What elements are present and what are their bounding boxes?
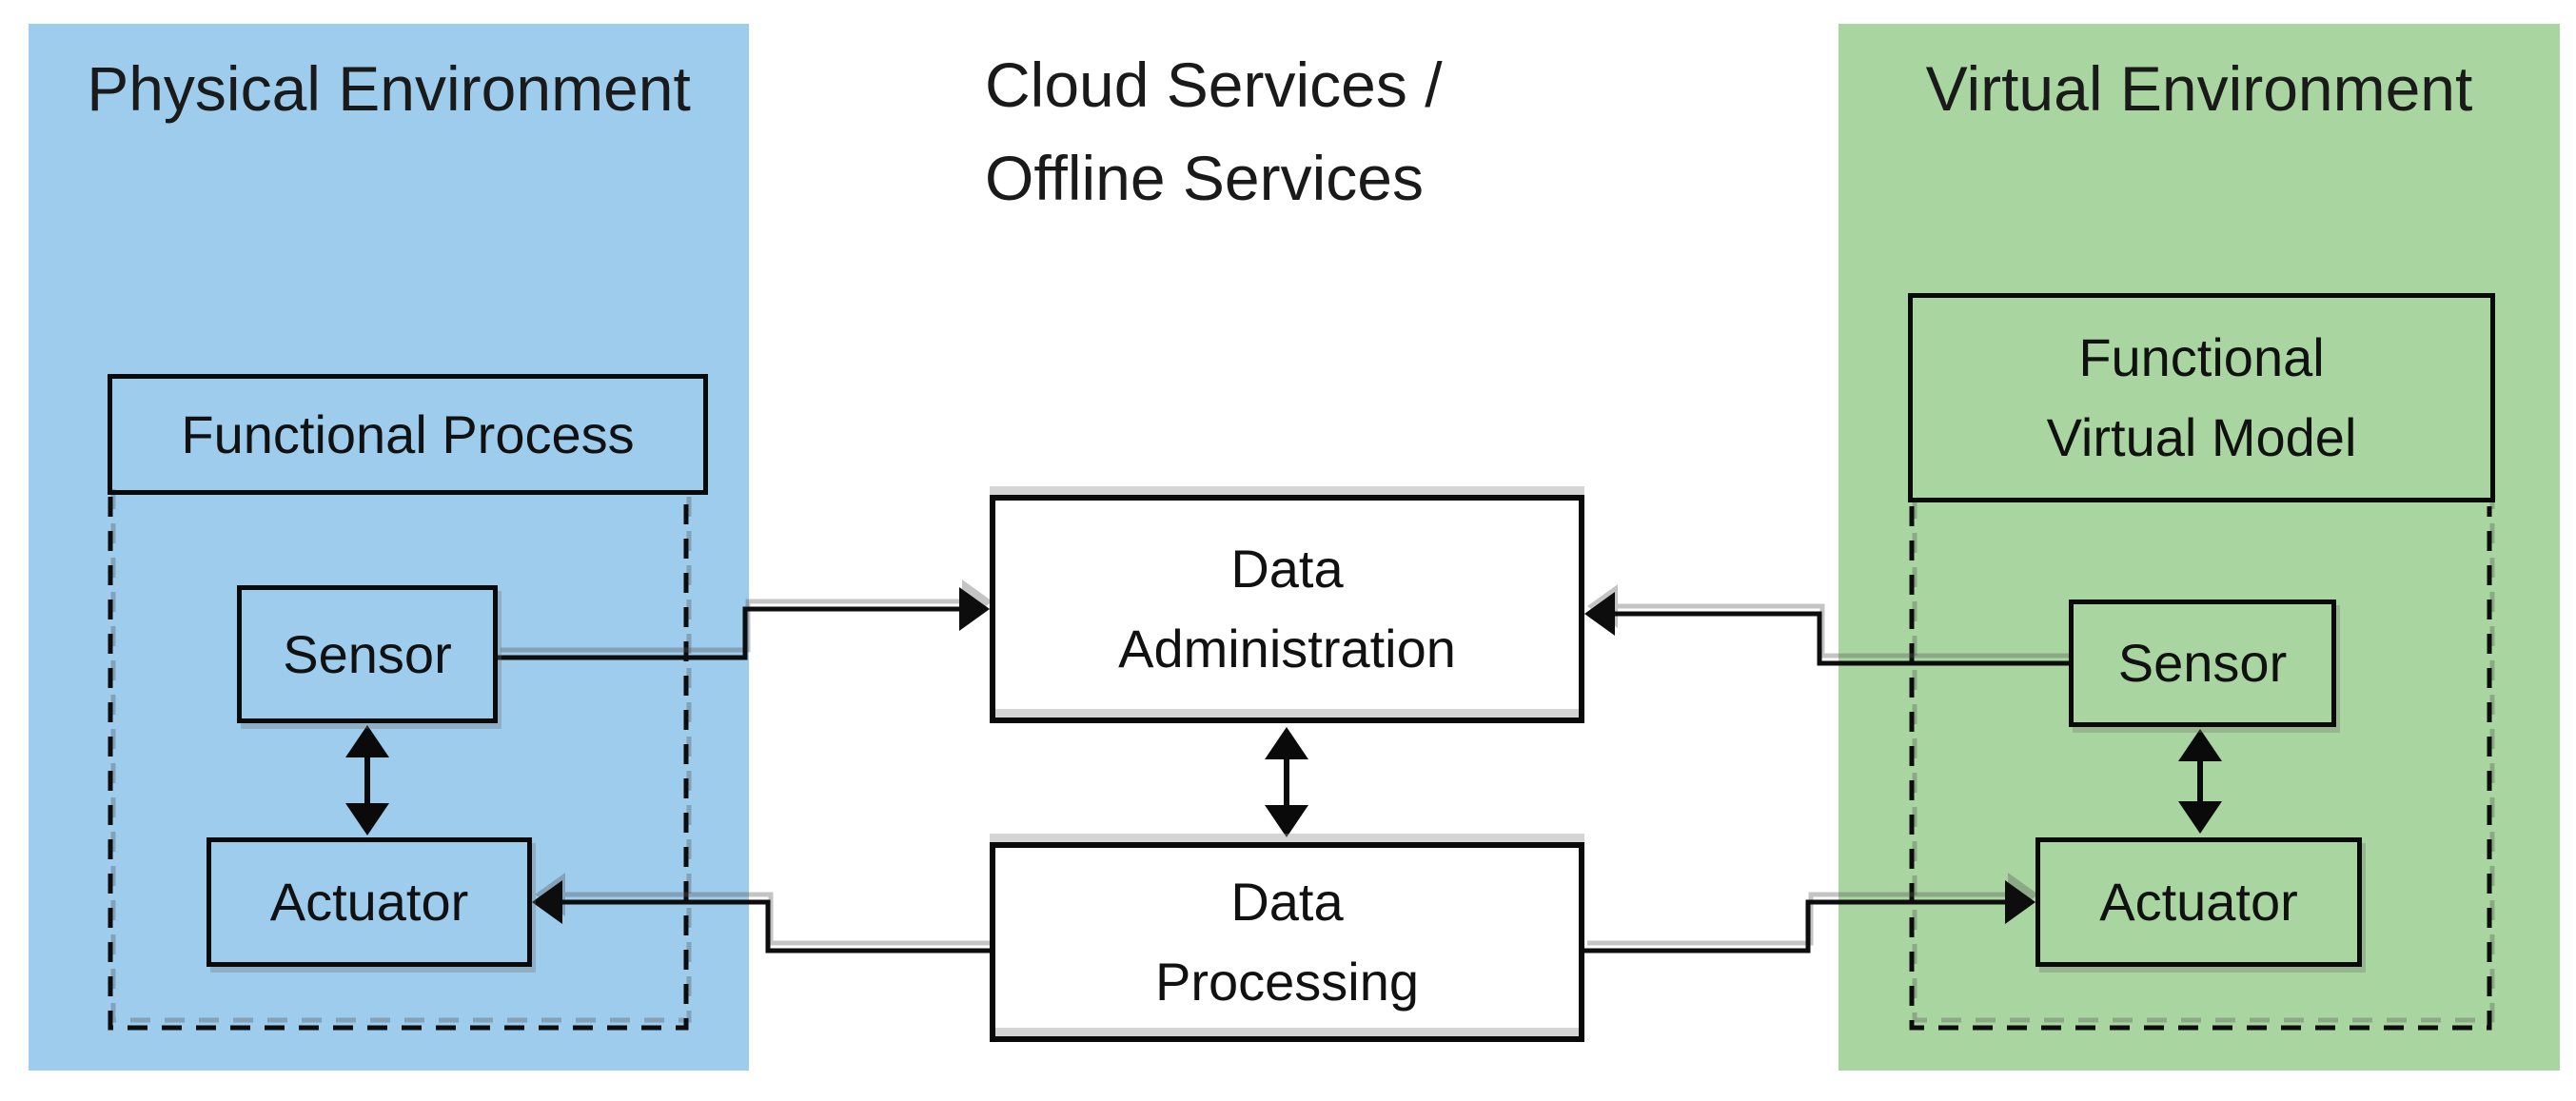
physical-dashed-region <box>108 497 689 1031</box>
cloud-services-title-line1: Cloud Services / <box>985 49 1443 120</box>
actuator-right-label: Actuator <box>2099 872 2298 932</box>
cloud-services-title-line2: Offline Services <box>985 143 1424 213</box>
sensor-right-box: Sensor <box>2069 600 2336 727</box>
arrowhead-up-center-pair <box>1265 727 1308 759</box>
two-way-arrows <box>345 725 2222 837</box>
arrowhead-down-left-pair <box>345 803 389 836</box>
functional-process-box: Functional Process <box>108 374 708 495</box>
arrowhead-into-data-administration-left <box>959 587 990 631</box>
actuator-left-label: Actuator <box>269 872 469 932</box>
sensor-left-box: Sensor <box>237 585 498 723</box>
arrowhead-into-data-administration-right <box>1584 592 1615 636</box>
data-administration-label-line2: Administration <box>1118 619 1456 678</box>
edge-data-processing-to-actuator-right <box>1584 899 2009 954</box>
arrowhead-into-actuator-right <box>2005 880 2035 924</box>
sensor-left-label: Sensor <box>283 623 452 684</box>
physical-environment-panel <box>29 24 749 1071</box>
data-processing-box: Data Processing <box>990 842 1584 1042</box>
physical-environment-title: Physical Environment <box>87 53 691 124</box>
arrowhead-down-center-pair <box>1265 805 1308 837</box>
edge-sensor-left-to-data-administration <box>498 606 963 660</box>
arrowhead-up-right-pair <box>2178 729 2222 761</box>
virtual-environment-title: Virtual Environment <box>1925 53 2473 124</box>
arrowhead-down-right-pair <box>2178 801 2222 834</box>
arrowhead-into-actuator-left <box>532 880 562 924</box>
edge-data-processing-to-actuator-left <box>559 899 990 954</box>
actuator-left-box: Actuator <box>206 837 532 967</box>
cloud-services-title: Cloud Services / Offline Services <box>985 38 1594 225</box>
data-processing-label-line1: Data <box>1230 872 1344 932</box>
virtual-environment-panel <box>1839 24 2560 1071</box>
data-administration-box: Data Administration <box>990 495 1584 723</box>
functional-process-label: Functional Process <box>181 403 635 464</box>
actuator-right-box: Actuator <box>2035 837 2362 967</box>
edge-sensor-right-to-data-administration <box>1611 611 2069 666</box>
functional-virtual-model-label-line2: Virtual Model <box>2046 407 2357 467</box>
functional-virtual-model-label-line1: Functional <box>2078 327 2325 387</box>
functional-virtual-model-box: Functional Virtual Model <box>1908 293 2495 502</box>
data-processing-label-line2: Processing <box>1154 952 1420 1012</box>
data-administration-label-line1: Data <box>1230 539 1344 599</box>
arrowhead-up-left-pair <box>345 725 389 757</box>
sensor-right-label: Sensor <box>2117 633 2288 693</box>
